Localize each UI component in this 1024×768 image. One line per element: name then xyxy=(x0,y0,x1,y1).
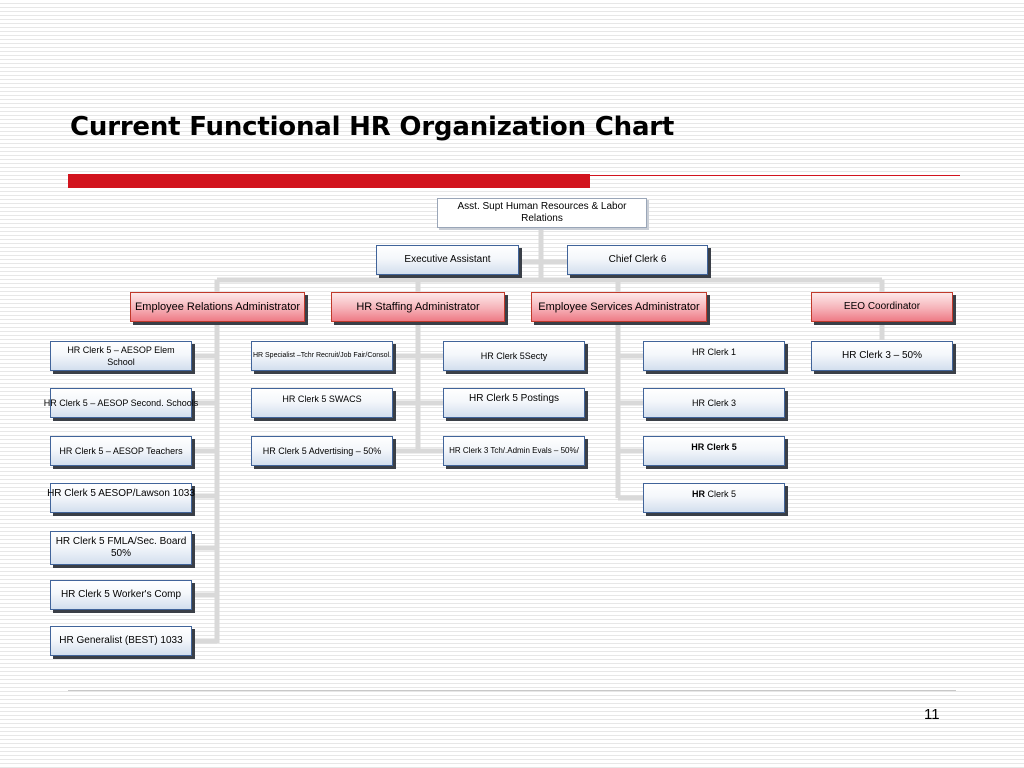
staffing-report-hr-clerk-evals: HR Clerk 3 Tch/.Admin Evals – 50%/ xyxy=(443,436,585,466)
services-report-hr-clerk-3: HR Clerk 3 xyxy=(643,388,785,418)
org-root-asst-supt: Asst. Supt Human Resources & Labor Relat… xyxy=(437,198,647,228)
er-report-hr-clerk-aesop-elem: HR Clerk 5 – AESOP Elem School xyxy=(50,341,192,371)
staffing-report-hr-specialist: HR Specialist –Tchr Recruit/Job Fair/Con… xyxy=(251,341,393,371)
dept-hr-staffing-administrator: HR Staffing Administrator xyxy=(331,292,505,322)
services-report-hr-clerk-5-second: HR Clerk 5 xyxy=(643,483,785,513)
page-number: 11 xyxy=(924,706,940,723)
eeo-report-hr-clerk-3: HR Clerk 3 – 50% xyxy=(811,341,953,371)
title-rule xyxy=(68,174,960,188)
footer-rule xyxy=(68,690,956,691)
dept-eeo-coordinator: EEO Coordinator xyxy=(811,292,953,322)
title-rule-thin-line xyxy=(590,175,960,176)
er-report-hr-clerk-workers-comp: HR Clerk 5 Worker's Comp xyxy=(50,580,192,610)
staffing-report-hr-clerk-swacs: HR Clerk 5 SWACS xyxy=(251,388,393,418)
services-report-hr-clerk-1: HR Clerk 1 xyxy=(643,341,785,371)
org-chief-clerk: Chief Clerk 6 xyxy=(567,245,708,275)
er-report-hr-clerk-fmla: HR Clerk 5 FMLA/Sec. Board 50% xyxy=(50,531,192,565)
er-report-hr-clerk-aesop-teachers: HR Clerk 5 – AESOP Teachers xyxy=(50,436,192,466)
staffing-report-hr-clerk-advertising: HR Clerk 5 Advertising – 50% xyxy=(251,436,393,466)
services-report-hr-clerk-5: HR Clerk 5 xyxy=(643,436,785,466)
slide-title: Current Functional HR Organization Chart xyxy=(70,112,675,142)
services-report-hr-clerk-5-second-rest: Clerk 5 xyxy=(707,489,737,499)
staffing-report-hr-clerk-postings: HR Clerk 5 Postings xyxy=(443,388,585,418)
staffing-report-hr-clerk-secty: HR Clerk 5Secty xyxy=(443,341,585,371)
org-executive-assistant: Executive Assistant xyxy=(376,245,519,275)
connector-services-branches xyxy=(618,353,643,501)
dept-employee-relations-administrator: Employee Relations Administrator xyxy=(130,292,305,322)
er-report-hr-clerk-aesop-second: HR Clerk 5 – AESOP Second. Schools xyxy=(44,388,198,418)
er-report-hr-generalist: HR Generalist (BEST) 1033 xyxy=(50,626,192,656)
title-rule-red-bar xyxy=(68,174,590,188)
er-report-hr-clerk-aesop-lawson: HR Clerk 5 AESOP/Lawson 1033 xyxy=(47,483,195,513)
services-report-hr-clerk-5-second-bold: HR xyxy=(691,489,705,499)
dept-employee-services-administrator: Employee Services Administrator xyxy=(531,292,707,322)
connector-er-branches xyxy=(195,353,217,644)
connector-staffing-branches xyxy=(396,353,443,454)
